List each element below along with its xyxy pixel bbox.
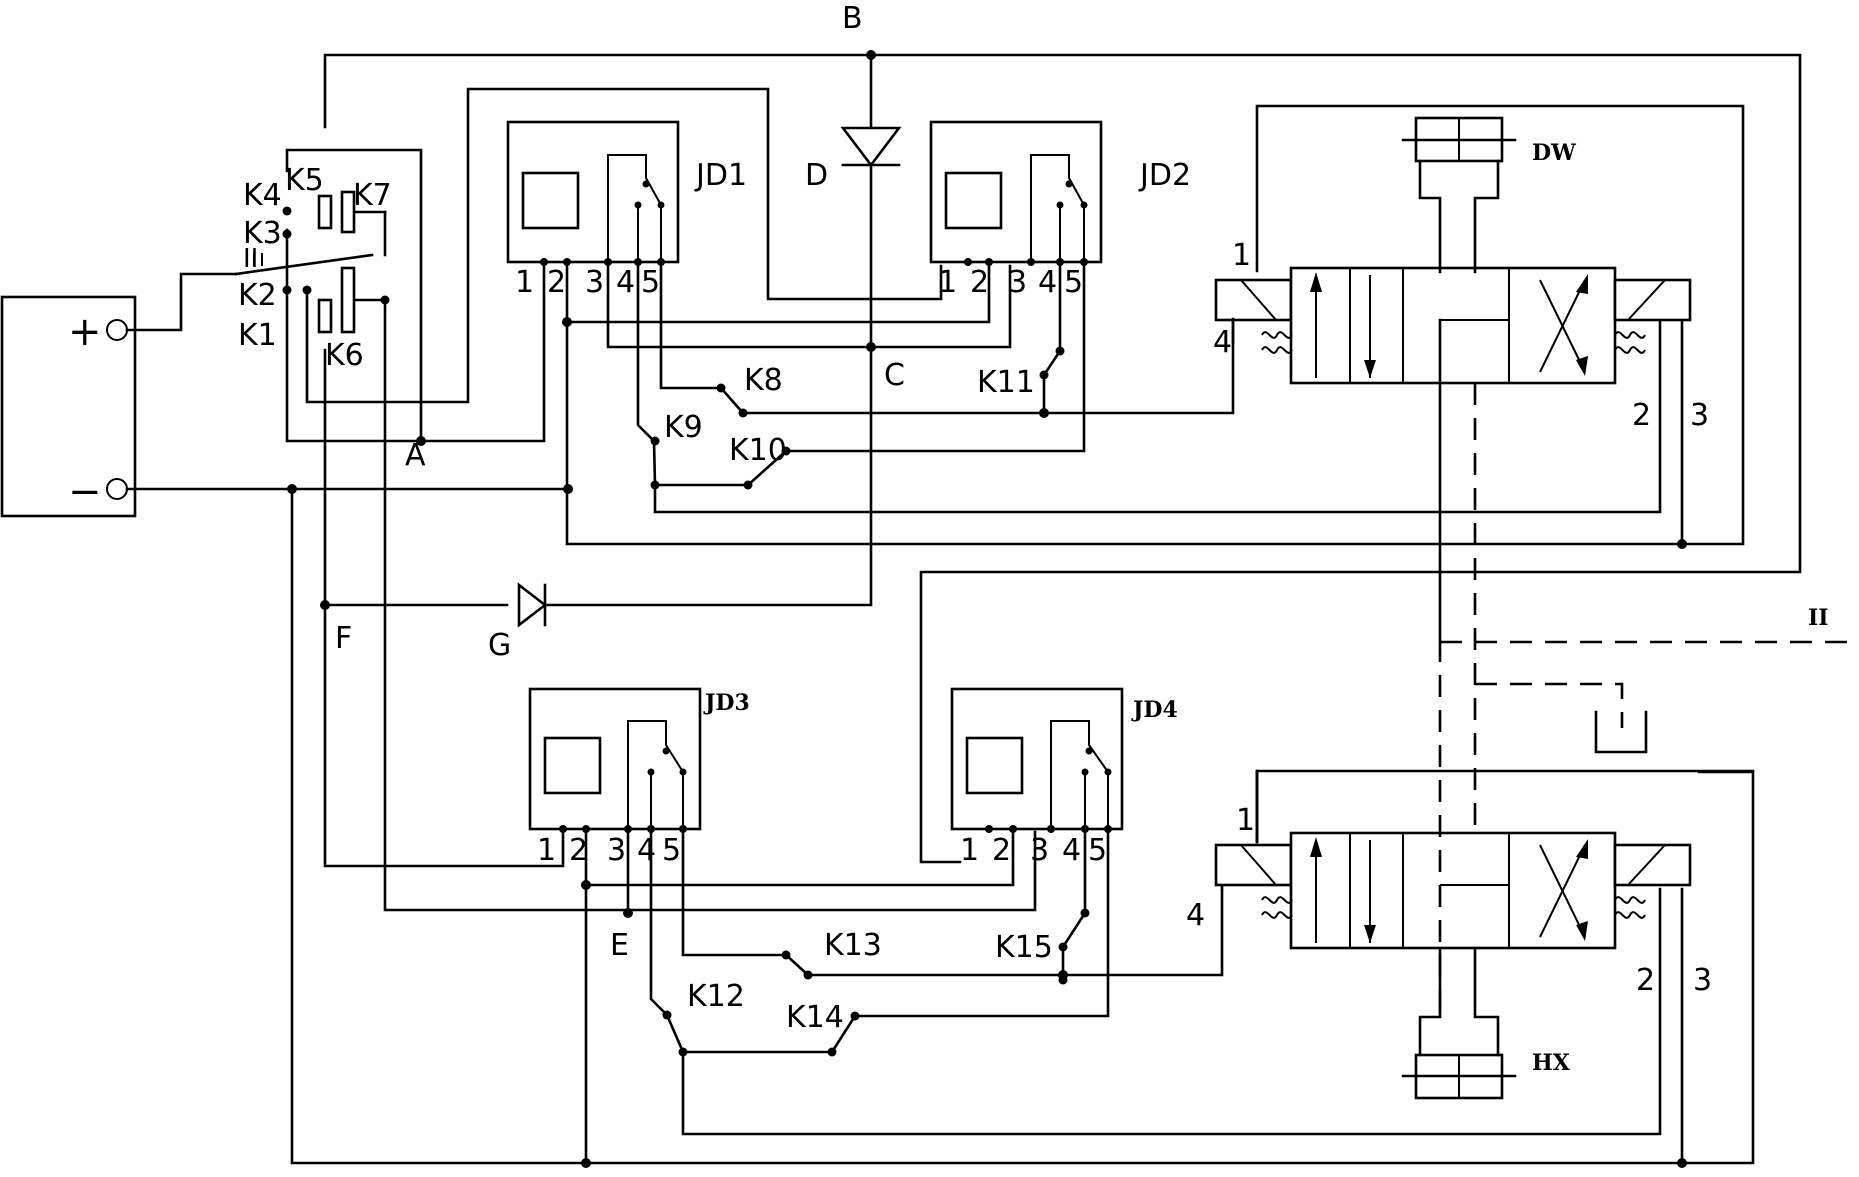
label-k14: K14 bbox=[786, 1000, 844, 1035]
valve-upper-port-4: 4 bbox=[1213, 325, 1232, 360]
valve-lower bbox=[1214, 831, 1692, 950]
jd3-pin-1: 1 bbox=[537, 833, 556, 868]
label-k9: K9 bbox=[664, 410, 703, 445]
jd1-pin-2: 2 bbox=[547, 265, 566, 300]
label-d: D bbox=[805, 158, 828, 193]
battery-plus-label: + bbox=[68, 309, 102, 355]
relay-jd3 bbox=[528, 687, 702, 831]
jd2-pin-5: 5 bbox=[1064, 265, 1083, 300]
label-jd4: JD4 bbox=[1131, 697, 1178, 723]
label-k10: K10 bbox=[729, 433, 787, 468]
jd4-pin-2: 2 bbox=[992, 833, 1011, 868]
label-k2: K2 bbox=[238, 278, 277, 313]
valve-lower-port-3: 3 bbox=[1693, 963, 1712, 998]
k6-contact-b bbox=[340, 266, 356, 334]
jd1-pin-5: 5 bbox=[641, 265, 660, 300]
label-hx: HX bbox=[1532, 1050, 1571, 1076]
valve-upper-port-2: 2 bbox=[1632, 398, 1651, 433]
relay-jd1 bbox=[506, 120, 680, 264]
label-jd2: JD2 bbox=[1138, 158, 1191, 193]
jd4-pin-5: 5 bbox=[1088, 833, 1107, 868]
jd2-pin-1: 1 bbox=[938, 265, 957, 300]
label-g: G bbox=[488, 628, 511, 663]
junction-dots bbox=[287, 50, 1687, 1168]
label-b: B bbox=[842, 1, 863, 36]
jd2-pin-4: 4 bbox=[1038, 265, 1057, 300]
jd3-pin-5: 5 bbox=[662, 833, 681, 868]
jd3-pin-3: 3 bbox=[607, 833, 626, 868]
label-k5: K5 bbox=[285, 163, 324, 198]
label-section-ii: II bbox=[1808, 605, 1829, 631]
relay-jd2 bbox=[929, 120, 1103, 264]
label-a: A bbox=[405, 438, 426, 473]
label-k11: K11 bbox=[977, 365, 1035, 400]
valve-upper-port-3: 3 bbox=[1690, 398, 1709, 433]
jd1-pin-1: 1 bbox=[515, 265, 534, 300]
label-dw: DW bbox=[1532, 140, 1576, 166]
label-k1: K1 bbox=[238, 318, 277, 353]
label-k13: K13 bbox=[824, 928, 882, 963]
jd2-pin-3: 3 bbox=[1008, 265, 1027, 300]
label-c: C bbox=[884, 358, 905, 393]
relay-pin-dots bbox=[540, 258, 1112, 833]
label-e: E bbox=[610, 928, 629, 963]
key-switch: K4 K3 II K2 K1 K5 K7 K6 bbox=[234, 163, 392, 373]
valve-upper bbox=[1214, 266, 1692, 385]
label-k3: K3 bbox=[243, 216, 282, 251]
jd4-pin-4: 4 bbox=[1062, 833, 1081, 868]
jd1-pin-4: 4 bbox=[616, 265, 635, 300]
cylinder-dw bbox=[1401, 116, 1517, 833]
label-k7: K7 bbox=[353, 178, 392, 213]
jd1-pin-3: 3 bbox=[585, 265, 604, 300]
relay-jd4 bbox=[950, 687, 1124, 831]
k7-contact bbox=[340, 190, 356, 234]
jd3-pin-2: 2 bbox=[569, 833, 588, 868]
valve-lower-port-2: 2 bbox=[1636, 963, 1655, 998]
k5-contact bbox=[317, 194, 333, 230]
label-k6: K6 bbox=[325, 338, 364, 373]
label-jd1: JD1 bbox=[694, 158, 747, 193]
k6-contact bbox=[317, 298, 333, 334]
jd2-pin-2: 2 bbox=[970, 265, 989, 300]
valve-lower-port-4: 4 bbox=[1186, 898, 1205, 933]
diode-d bbox=[840, 126, 902, 168]
label-jd3: JD3 bbox=[703, 690, 750, 716]
section-line bbox=[1440, 640, 1859, 754]
wiring bbox=[125, 53, 1802, 1165]
valve-lower-port-1: 1 bbox=[1236, 803, 1255, 838]
jd4-pin-3: 3 bbox=[1030, 833, 1049, 868]
valve-upper-port-1: 1 bbox=[1232, 238, 1251, 273]
diode-g bbox=[517, 582, 548, 628]
label-k12: K12 bbox=[687, 979, 745, 1014]
label-k4: K4 bbox=[243, 178, 282, 213]
label-k8: K8 bbox=[744, 363, 783, 398]
jd3-pin-4: 4 bbox=[637, 833, 656, 868]
battery-minus-label: − bbox=[68, 469, 102, 515]
label-f: F bbox=[335, 621, 352, 656]
battery: + − bbox=[0, 295, 137, 518]
labels: B D C A F G E JD1 JD2 JD3 JD4 K8 K9 K10 … bbox=[335, 1, 1829, 1076]
cylinder-hx bbox=[1401, 640, 1517, 1100]
label-k15: K15 bbox=[995, 930, 1053, 965]
jd4-pin-1: 1 bbox=[960, 833, 979, 868]
label-lever-mark: II bbox=[243, 244, 258, 274]
